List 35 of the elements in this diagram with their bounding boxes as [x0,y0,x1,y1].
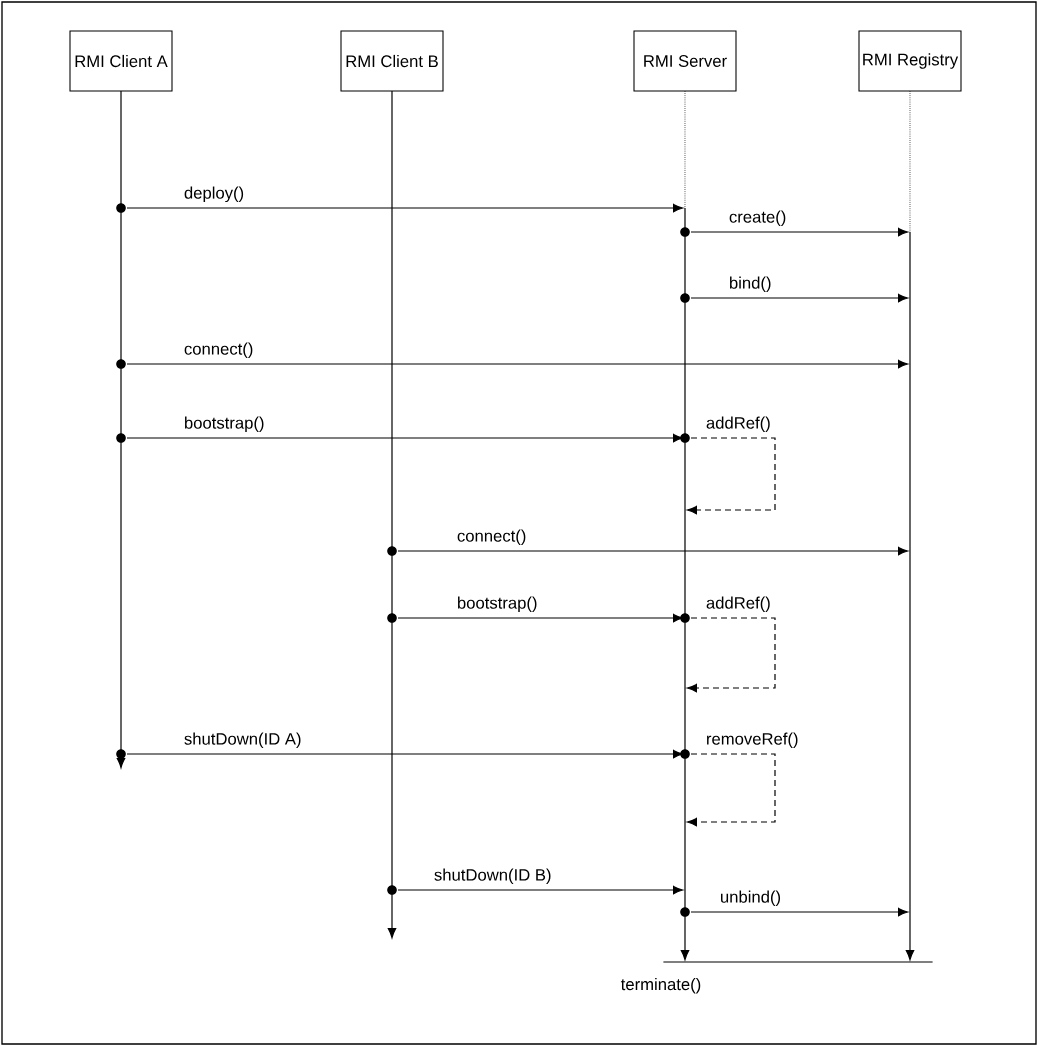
message-arrow [397,546,909,556]
edge-label: create() [727,209,788,228]
edge-label: shutDown(ID A) [182,731,303,750]
message-arrow [126,433,684,443]
self-call-arrow [686,617,776,693]
message-arrow [126,203,684,213]
lifeline [116,90,126,769]
participant-box: RMI Client A [69,30,173,92]
edge-label: removeRef() [704,731,800,750]
edge-label: bind() [727,275,773,294]
lifeline [905,90,915,961]
edge-label: shutDown(ID B) [432,867,553,886]
edge-label: addRef() [704,415,773,434]
participant-box: RMI Client B [340,30,444,92]
lifeline [387,90,397,939]
participant-box: RMI Server [633,30,737,92]
lifeline [680,90,690,961]
message-arrow [126,749,684,759]
self-call-arrow [686,437,776,515]
edge-label: unbind() [718,889,783,908]
edge-label: connect() [182,341,255,360]
message-arrow [126,359,909,369]
participant-box: RMI Registry [858,30,962,92]
message-arrow [690,293,909,303]
message-arrow [397,613,684,623]
edge-label: deploy() [182,185,246,204]
edge-label: bootstrap() [182,415,266,434]
message-arrow [397,885,684,895]
edge-label: connect() [455,528,528,547]
node-caption: terminate() [620,977,701,994]
edge-label: addRef() [704,595,773,614]
message-arrow [690,227,909,237]
self-call-arrow [686,753,776,827]
message-arrow [690,907,909,917]
edge-label: bootstrap() [455,595,539,614]
